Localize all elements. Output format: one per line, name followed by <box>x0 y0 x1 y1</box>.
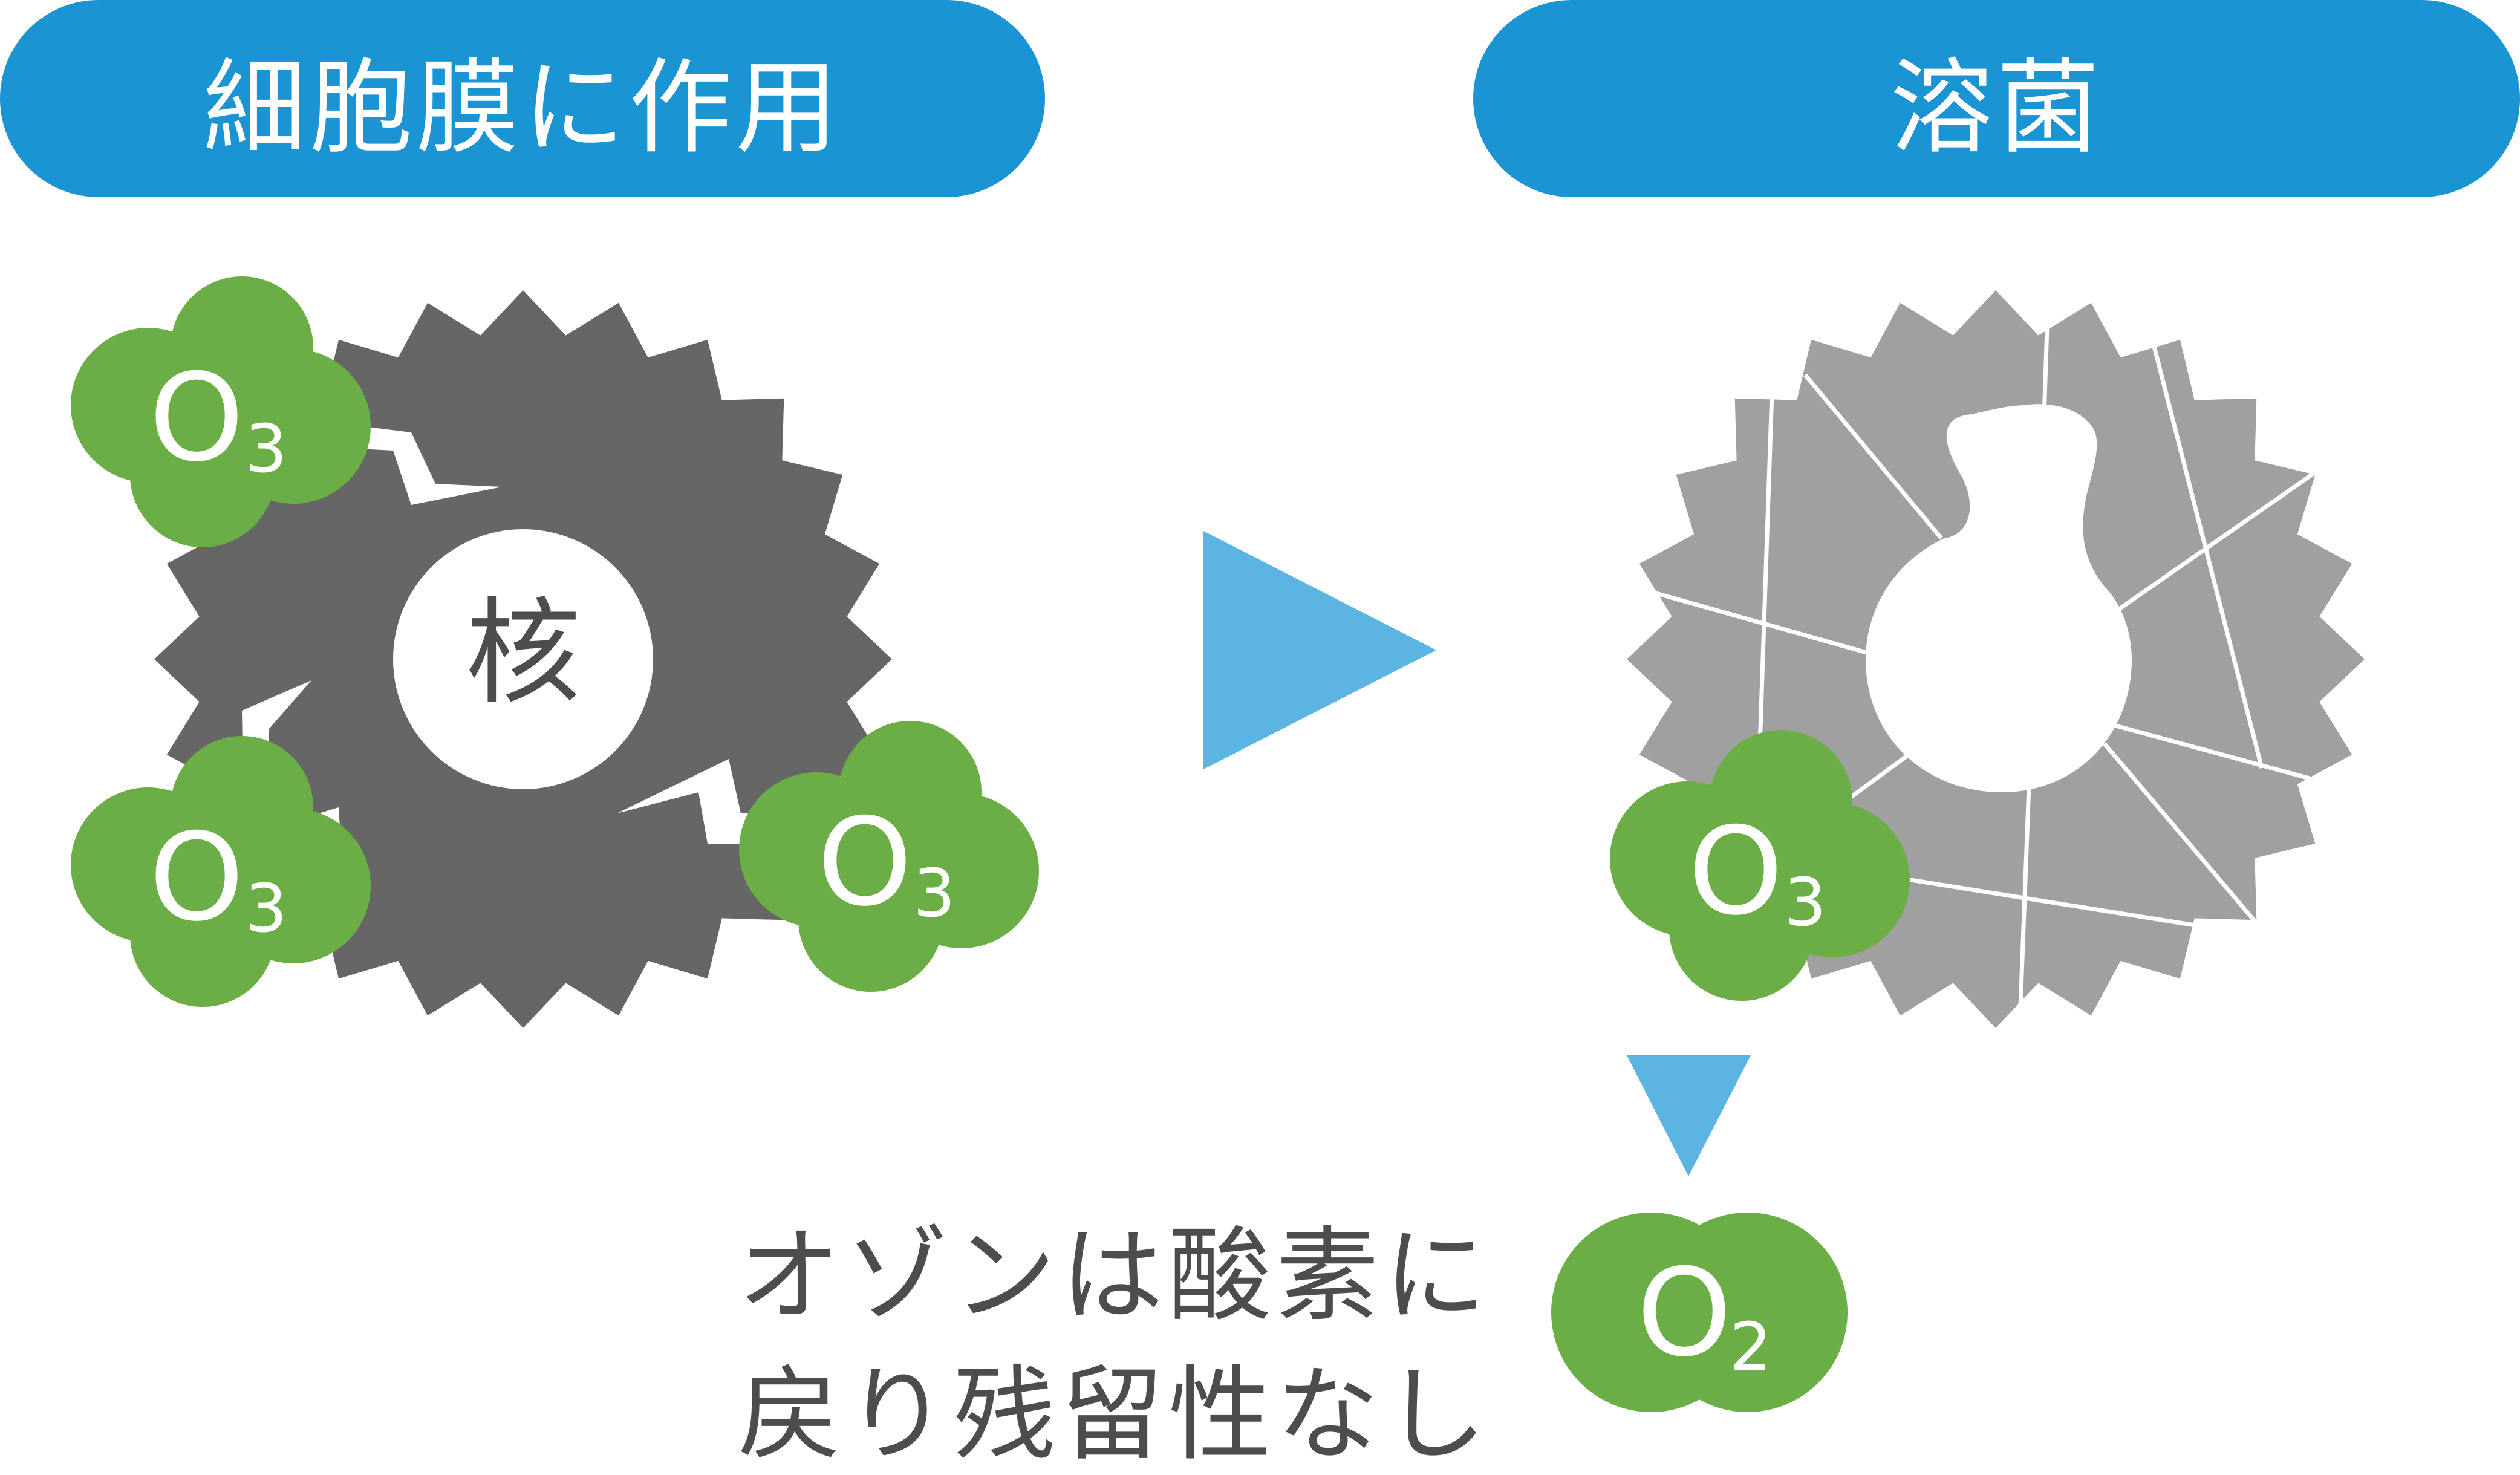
svg-text:3: 3 <box>245 410 287 487</box>
ozone-molecule: O 3 <box>1610 730 1910 1001</box>
ozone-molecule: O 3 <box>71 276 371 547</box>
svg-text:3: 3 <box>245 870 287 947</box>
svg-text:O: O <box>817 792 912 933</box>
header-cell-membrane-action: 細胞膜に作用 <box>0 0 1045 197</box>
svg-text:3: 3 <box>913 855 956 932</box>
membrane-crack <box>617 759 786 844</box>
header-left-label: 細胞膜に作用 <box>203 48 842 168</box>
nucleus-label: 核 <box>466 586 581 720</box>
svg-text:O: O <box>1636 1243 1731 1384</box>
svg-text:3: 3 <box>1784 864 1826 941</box>
nucleus-circle <box>393 529 653 789</box>
arrow-right <box>1203 531 1436 769</box>
lysis-cavity <box>1866 404 2132 792</box>
oxygen-molecule: O 2 <box>1551 1213 1848 1412</box>
svg-text:2: 2 <box>1730 1308 1772 1385</box>
caption-line-2: 戻り残留性なし <box>738 1355 1492 1475</box>
caption-line-1: オゾンは酸素に <box>738 1216 1492 1336</box>
ozone-molecule: O 3 <box>71 736 371 1007</box>
header-right-label: 溶菌 <box>1890 48 2103 168</box>
membrane-crack <box>339 423 502 505</box>
svg-text:O: O <box>1688 801 1783 942</box>
arrow-down <box>1627 1055 1751 1176</box>
ozone-molecule: O 3 <box>739 721 1039 992</box>
svg-text:O: O <box>149 348 244 489</box>
header-lysis: 溶菌 <box>1473 0 2520 197</box>
svg-text:O: O <box>149 807 244 948</box>
